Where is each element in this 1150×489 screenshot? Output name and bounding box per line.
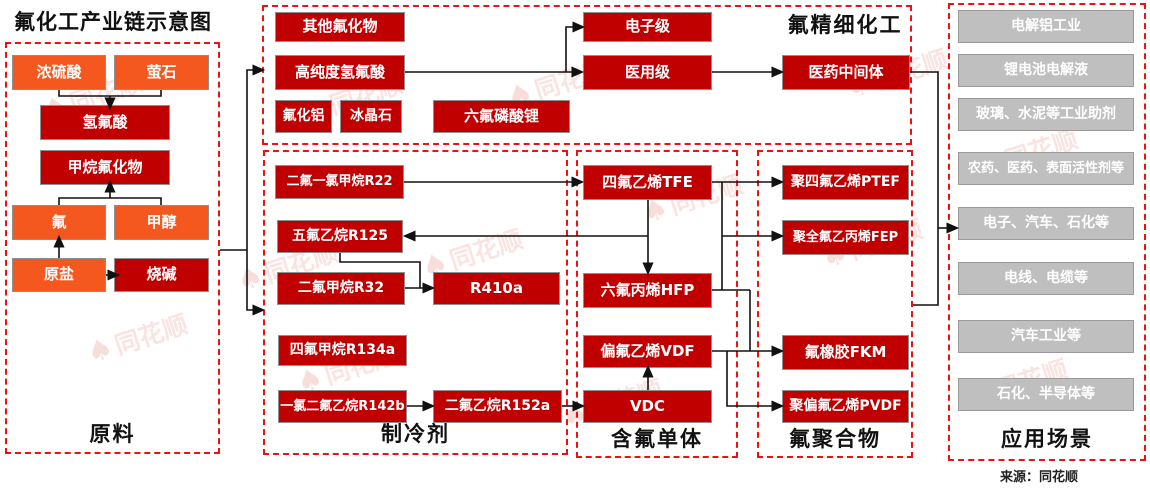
box-concentrated-sulfuric-acid: 浓硫酸 [12, 55, 106, 90]
connector-raw-to-refrigerant [246, 250, 266, 316]
box-other-fluorides: 其他氟化物 [275, 12, 405, 42]
box-pvdf: 聚偏氟乙烯PVDF [782, 390, 909, 423]
label-fine-chemical: 氟精细化工 [787, 13, 903, 37]
box-hydrofluoric-acid: 氢氟酸 [40, 105, 170, 140]
box-glass-cement-aids: 玻璃、水泥等工业助剂 [958, 98, 1134, 131]
box-raw-salt: 原盐 [12, 258, 106, 292]
box-pesticide-pharma-surfactant: 农药、医药、表面活性剂等 [958, 152, 1134, 185]
label-raw-materials: 原料 [89, 422, 136, 446]
box-r125: 五氟乙烷R125 [277, 220, 403, 253]
box-fluorine: 氟 [12, 205, 106, 240]
box-medical-grade: 医用级 [583, 55, 712, 90]
source-note: 来源：同花顺 [1000, 470, 1079, 485]
box-caustic-soda: 烧碱 [114, 258, 209, 292]
panel-refrigerant [263, 150, 568, 455]
label-polymer: 氟聚合物 [789, 427, 881, 451]
connector-raw-to-finechem [246, 64, 266, 250]
box-electrolytic-aluminum: 电解铝工业 [958, 10, 1134, 43]
box-lithium-hexafluorophosphate: 六氟磷酸锂 [433, 100, 570, 133]
box-electronic-grade: 电子级 [583, 12, 712, 42]
connector-intermediates-to-trunk [910, 71, 939, 228]
box-petrochem-semiconductor: 石化、半导体等 [958, 378, 1134, 411]
box-r152a: 二氟乙烷R152a [433, 390, 562, 423]
box-r32: 二氟甲烷R32 [277, 272, 405, 305]
box-methane-fluoride: 甲烷氟化物 [40, 150, 170, 185]
box-aluminum-fluoride: 氟化铝 [275, 100, 332, 133]
box-pharma-intermediates: 医药中间体 [782, 55, 910, 90]
box-tfe: 四氟乙烯TFE [583, 165, 712, 200]
label-monomer: 含氟单体 [611, 427, 703, 451]
box-vdc: VDC [583, 390, 712, 423]
box-r22: 二氟一氯甲烷R22 [275, 165, 404, 199]
panel-polymer [757, 150, 913, 458]
connector-polymer-to-trunk [913, 228, 939, 306]
box-fkm: 氟橡胶FKM [782, 335, 909, 370]
box-fluorite: 萤石 [114, 55, 209, 90]
box-r134a: 四氟甲烷R134a [278, 335, 407, 366]
box-lithium-battery-electrolyte: 锂电池电解液 [958, 54, 1134, 87]
box-wire-cable: 电线、电缆等 [958, 262, 1134, 295]
box-fep: 聚全氟乙丙烯FEP [782, 220, 909, 255]
diagram-title: 氟化工产业链示意图 [14, 10, 212, 34]
label-application: 应用场景 [1001, 427, 1093, 451]
box-hfp: 六氟丙烯HFP [583, 273, 712, 308]
box-cryolite: 冰晶石 [340, 100, 402, 133]
box-automotive-industry: 汽车工业等 [958, 320, 1134, 353]
box-r142b: 一氯二氟乙烷R142b [278, 390, 407, 423]
box-ptef: 聚四氟乙烯PTEF [782, 165, 909, 200]
box-electronics-auto-petrochem: 电子、汽车、石化等 [958, 207, 1134, 240]
box-r410a: R410a [433, 272, 560, 305]
box-methanol: 甲醇 [114, 205, 209, 240]
panel-monomer [576, 150, 738, 458]
panel-raw-materials [5, 42, 220, 454]
label-refrigerant: 制冷剂 [381, 422, 450, 446]
box-high-purity-hf: 高纯度氢氟酸 [275, 55, 405, 90]
box-vdf: 偏氟乙烯VDF [583, 335, 712, 368]
